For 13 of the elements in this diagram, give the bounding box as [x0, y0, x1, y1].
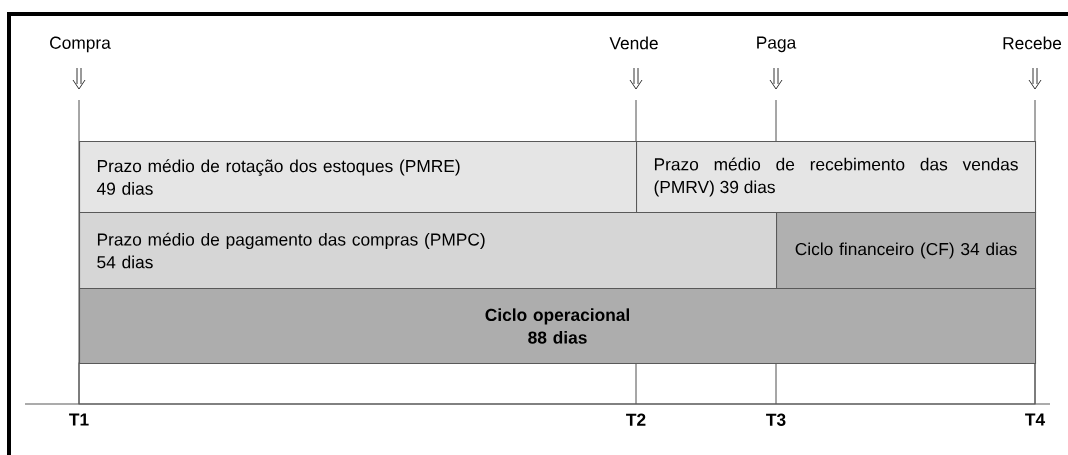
event-label: Recebe	[1003, 36, 1062, 50]
band-box: Prazo médio de recebimento das vendas (PMRV) 39 dias	[636, 141, 1037, 214]
band-box: Ciclo operacional 88 dias	[79, 288, 1037, 365]
time-label: T2	[626, 413, 646, 426]
time-label: T3	[766, 413, 786, 426]
event-label: Vende	[609, 36, 658, 50]
event-label: Paga	[757, 36, 797, 53]
band-box: Prazo médio de rotação dos estoques (PMRE) 49 dias	[79, 141, 638, 214]
time-label: T4	[1025, 413, 1046, 426]
time-label: T1	[69, 413, 89, 426]
band-box: Prazo médio de pagamento das compras (PMPC) 54 dias	[79, 212, 778, 290]
band-box: Ciclo financeiro (CF) 34 dias	[776, 212, 1037, 290]
event-label: Compra	[50, 36, 111, 53]
